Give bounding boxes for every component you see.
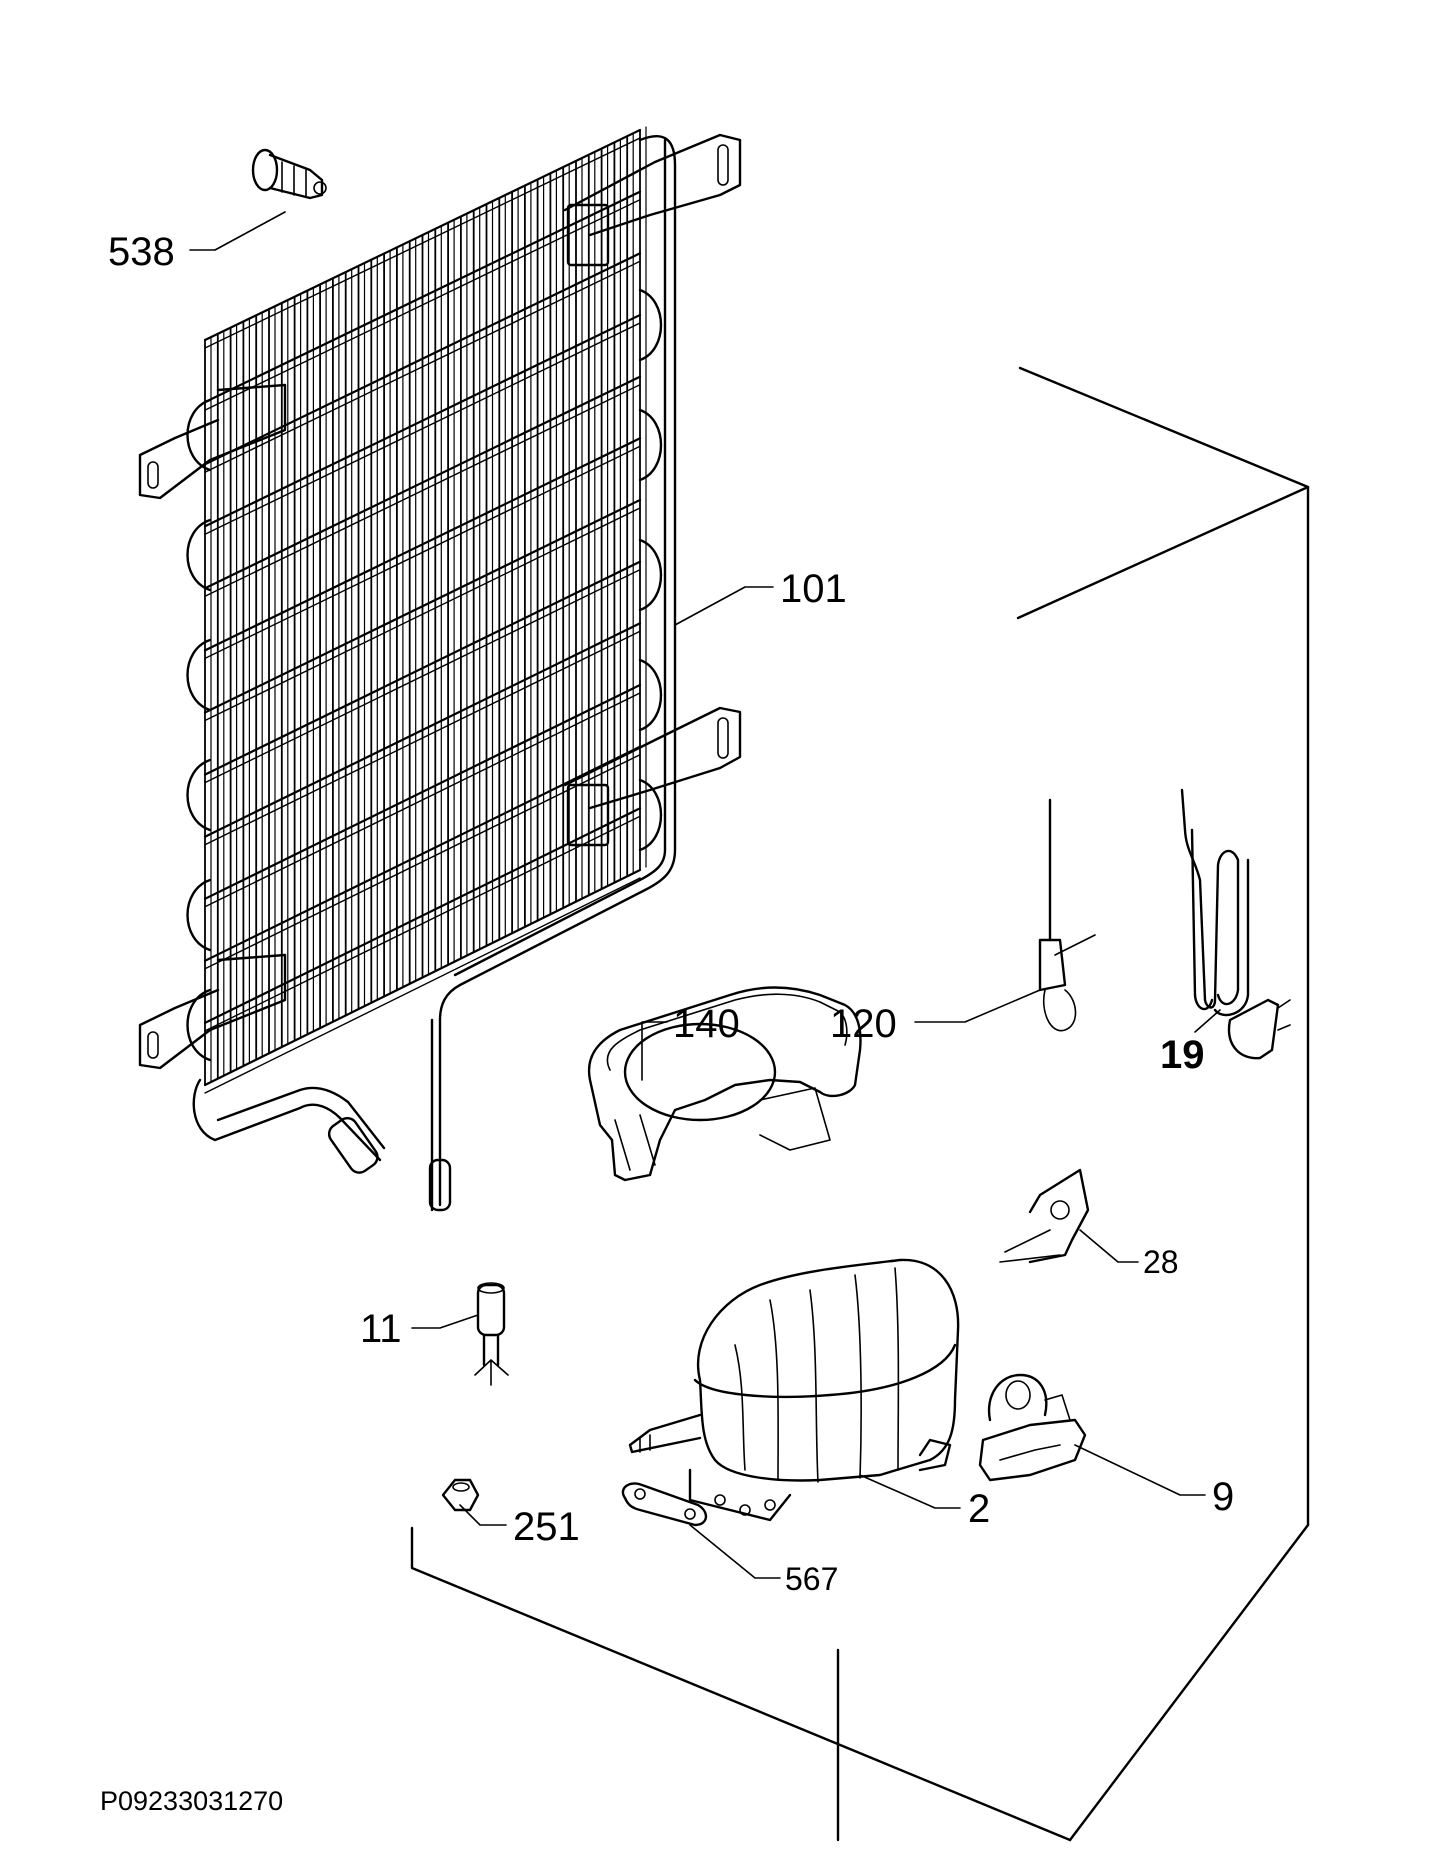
leader-140	[641, 1021, 668, 1081]
compressor-tray-140	[587, 986, 862, 1182]
leader-19	[1194, 1009, 1221, 1033]
condenser-wire	[203, 375, 642, 590]
label-251: 251	[513, 1505, 580, 1549]
condenser	[138, 126, 742, 1212]
condenser-wire	[203, 252, 642, 466]
condenser-wire	[203, 437, 642, 652]
drawing-code: P09233031270	[100, 1786, 283, 1816]
sensor-120	[1038, 798, 1096, 1032]
leader-251	[459, 1504, 507, 1526]
condenser-wire	[204, 322, 641, 535]
leader-538	[189, 211, 286, 251]
cabinet-outline	[410, 366, 1310, 1842]
condenser-wire	[203, 868, 642, 1087]
label-2: 2	[968, 1487, 990, 1531]
condenser-wire	[204, 507, 641, 722]
bracket-top-right	[563, 133, 742, 267]
bracket-bottom-right	[563, 706, 742, 847]
label-567: 567	[785, 1561, 838, 1597]
compressor-2	[628, 1258, 960, 1522]
leader-120	[914, 989, 1041, 1023]
leader-28	[1079, 1229, 1139, 1263]
leader-101	[674, 586, 774, 626]
leader-567	[689, 1524, 781, 1579]
part-labels: 538 101 140 120 19 28 11 251 567 2 9	[108, 230, 1234, 1597]
leader-9	[1074, 1444, 1206, 1496]
label-19: 19	[1160, 1033, 1205, 1077]
power-cord-19	[1180, 788, 1291, 1060]
condenser-wire	[203, 622, 642, 838]
label-120: 120	[830, 1002, 897, 1046]
condenser-wire	[203, 128, 642, 342]
condenser-wire	[203, 313, 642, 528]
relay-9	[978, 1373, 1087, 1482]
condenser-wire	[204, 445, 641, 660]
leader-11	[411, 1314, 479, 1329]
condenser-wire	[203, 498, 642, 714]
label-101: 101	[780, 567, 847, 611]
condenser-wire	[204, 384, 641, 597]
nut-251	[441, 1478, 480, 1512]
bracket-bottom-left	[138, 953, 287, 1070]
strap-567	[621, 1482, 708, 1527]
label-9: 9	[1212, 1475, 1234, 1519]
condenser-wire	[204, 877, 641, 1094]
label-538: 538	[108, 230, 175, 274]
condenser-wire	[204, 260, 641, 473]
bracket-28	[999, 1168, 1090, 1264]
leader-lines	[189, 211, 1221, 1579]
condenser-wire	[204, 692, 641, 908]
bracket-top-left	[138, 383, 287, 500]
condenser-wire	[203, 683, 642, 900]
drier-11	[474, 1282, 509, 1386]
label-28: 28	[1143, 1244, 1179, 1280]
label-11: 11	[360, 1307, 402, 1351]
condenser-wire	[204, 137, 641, 349]
condenser-wire	[204, 569, 641, 784]
condenser-wire	[204, 815, 641, 1032]
condenser-wire	[203, 560, 642, 776]
condenser-wire	[204, 630, 641, 846]
condenser-wire	[203, 745, 642, 962]
label-140: 140	[673, 1002, 740, 1046]
leader-2	[859, 1474, 961, 1509]
clip-538	[251, 148, 327, 200]
